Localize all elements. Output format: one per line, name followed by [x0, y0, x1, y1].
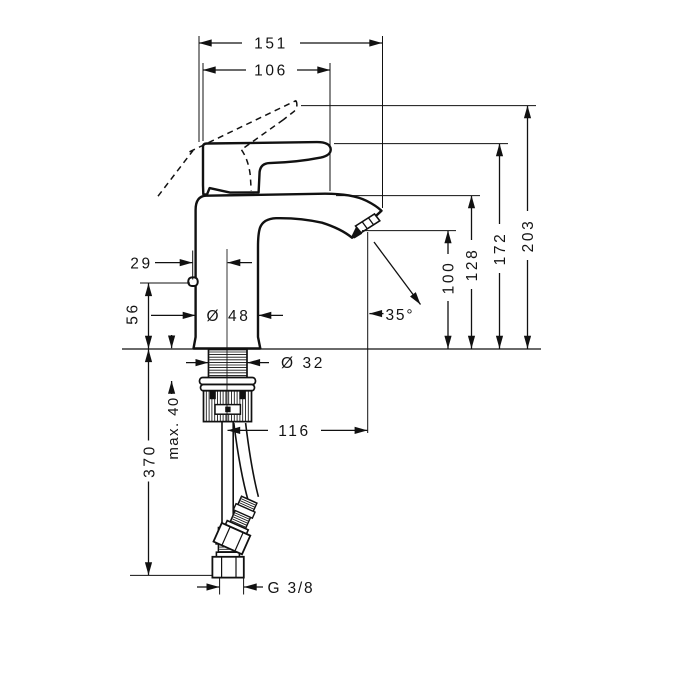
dim-label-370: 370 [142, 444, 159, 478]
dim-label-d32: Ø 32 [281, 355, 325, 372]
dim-max-mounting-thickness: max. 40 [165, 335, 182, 460]
dim-shank-diameter: Ø 32 [186, 355, 325, 372]
dim-label-151: 151 [254, 36, 288, 53]
dim-spout-reach: 116 [227, 423, 368, 440]
dim-label-172: 172 [492, 232, 509, 266]
dim-spout-outlet-height: 100 [362, 230, 458, 349]
dim-spout-width: 106 [202, 63, 331, 191]
faucet-body [192, 192, 383, 350]
supply-hose-angled [212, 422, 260, 556]
escutcheon-washers [198, 376, 257, 392]
dim-label-29: 29 [130, 256, 152, 273]
dim-label-35deg: 35° [386, 307, 415, 324]
mounting-shank [207, 348, 248, 379]
dim-total-width: 151 [198, 36, 383, 208]
dim-label-g38: G 3/8 [268, 580, 315, 597]
dim-label-56: 56 [125, 302, 142, 324]
dim-label-106: 106 [254, 63, 288, 80]
dim-handle-raised-height: 203 [301, 105, 537, 349]
dim-hose-length: 370 [130, 349, 213, 576]
dim-spout-top-height: 128 [336, 195, 481, 349]
dim-body-height: 56 [125, 283, 153, 349]
dim-label-203: 203 [520, 219, 537, 253]
mounting-nut [202, 389, 253, 423]
aerator [350, 212, 381, 239]
dim-label-d48: Ø 48 [206, 308, 250, 325]
dim-spout-angle: 35° [367, 232, 422, 433]
dim-label-116: 116 [278, 423, 311, 440]
dim-front-offset: 29 [130, 250, 252, 284]
supply-hose-straight [211, 421, 245, 579]
dim-label-max40: max. 40 [165, 396, 182, 459]
dim-body-diameter: Ø 48 [151, 308, 283, 325]
dim-label-128: 128 [464, 248, 481, 282]
dim-thread-size: G 3/8 [197, 578, 315, 597]
dim-handle-height: 172 [334, 143, 509, 349]
dim-label-100: 100 [441, 261, 458, 295]
